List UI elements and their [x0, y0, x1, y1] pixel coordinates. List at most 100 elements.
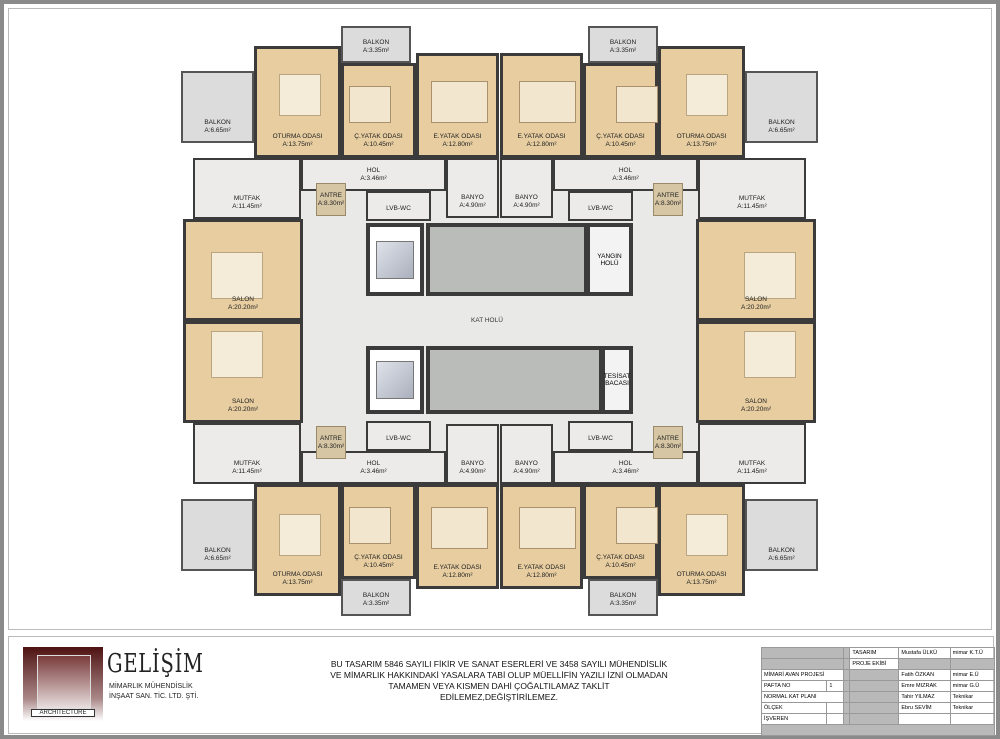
- room-name: ANTRE: [319, 191, 343, 199]
- room-name: OTURMA ODASI: [272, 571, 323, 579]
- room-area: A:3.46m²: [612, 468, 639, 476]
- room-name: SALON: [231, 398, 255, 406]
- room-area: A:6.65m²: [204, 555, 231, 563]
- room-area: A:13.75m²: [282, 141, 313, 149]
- team-member-title: Teknikar: [949, 702, 996, 714]
- room-area: A:11.45m²: [737, 468, 767, 476]
- room-area: A:4.90m²: [459, 468, 486, 476]
- logo-square: [37, 655, 91, 709]
- room-name: HOL: [366, 460, 381, 468]
- team-member-title: mimar G.Ü: [949, 680, 996, 692]
- project-name: MİMARİ AVAN PROJESİ: [760, 669, 845, 681]
- bed-icon: [519, 507, 576, 549]
- room-area: A:3.35m²: [609, 600, 637, 608]
- room-name: BANYO: [461, 460, 484, 468]
- room-area: A:3.46m²: [360, 468, 387, 476]
- rug-icon: [744, 331, 796, 378]
- company-logo: ARCHITECTURE: [23, 647, 103, 721]
- room-area: A:12.80m²: [442, 141, 473, 149]
- rug-icon: [686, 514, 728, 556]
- room-area: A:8.30m²: [654, 442, 682, 450]
- room-area: A:6.65m²: [204, 127, 231, 135]
- company-subtitle-1: MİMARLIK MÜHENDİSLİK: [109, 683, 193, 690]
- room-name: MUTFAK: [233, 460, 261, 468]
- rug-icon: [211, 252, 263, 299]
- room-name: SALON: [744, 398, 768, 406]
- room-area: A:8.30m²: [654, 199, 682, 207]
- rug-icon: [744, 252, 796, 299]
- fire-hall: YANGIN HOLÜ: [586, 223, 633, 296]
- logo-text: ARCHITECTURE: [31, 709, 95, 717]
- room-name: BALKON: [768, 119, 795, 127]
- rug-icon: [279, 74, 321, 116]
- room-lvbwc: LVB-WC: [366, 421, 431, 451]
- room-area: A:10.45m²: [605, 562, 636, 570]
- bed-icon: [349, 507, 391, 544]
- rug-icon: [686, 74, 728, 116]
- room-name: OTURMA ODASI: [272, 133, 323, 141]
- room-area: A:20.20m²: [741, 304, 771, 312]
- room-name: SALON: [231, 296, 255, 304]
- rug-icon: [279, 514, 321, 556]
- room-area: A:8.30m²: [317, 199, 345, 207]
- room-area: A:3.46m²: [612, 175, 639, 183]
- floor-plan: YANGIN HOLÜ TESİSAT BACASI KAT HOLÜ BALK…: [1, 1, 1000, 641]
- sheet-no-label: PAFTA NO: [760, 680, 828, 692]
- elevator-car-icon: [376, 361, 414, 399]
- room-name: HOL: [366, 167, 381, 175]
- company-name: GELİŞİM: [107, 649, 204, 679]
- installation-shaft-label: TESİSAT BACASI: [603, 373, 631, 387]
- room-area: A:3.35m²: [362, 600, 390, 608]
- room-name: LVB-WC: [588, 435, 613, 443]
- room-name: E.YATAK ODASI: [433, 133, 482, 141]
- drawing-sheet: YANGIN HOLÜ TESİSAT BACASI KAT HOLÜ BALK…: [4, 4, 996, 736]
- room-name: E.YATAK ODASI: [517, 564, 566, 572]
- bed-icon: [431, 507, 488, 549]
- room-area: A:4.90m²: [513, 468, 540, 476]
- room-name: ANTRE: [656, 191, 680, 199]
- room-name: HOL: [618, 460, 633, 468]
- room-area: A:20.20m²: [228, 304, 258, 312]
- bed-icon: [431, 81, 488, 123]
- room-name: ANTRE: [656, 434, 680, 442]
- floor-hall-label: KAT HOLÜ: [471, 317, 503, 324]
- design-label: TASARIM: [849, 647, 900, 659]
- elevator-bottom: [366, 346, 424, 414]
- room-area: A:11.45m²: [232, 203, 262, 211]
- room-name: BALKON: [362, 592, 390, 600]
- staircase-bottom: [426, 346, 603, 414]
- room-area: A:3.46m²: [360, 175, 387, 183]
- sheet-no-value: 1: [826, 680, 845, 692]
- room-name: E.YATAK ODASI: [433, 564, 482, 572]
- room-name: BANYO: [515, 194, 538, 202]
- room-name: MUTFAK: [738, 460, 766, 468]
- room-name: BANYO: [461, 194, 484, 202]
- designer-name: Mustafa ÜLKÜ: [898, 647, 951, 659]
- room-name: BALKON: [204, 119, 231, 127]
- room-name: Ç.YATAK ODASI: [596, 133, 645, 141]
- room-area: A:12.80m²: [526, 572, 557, 580]
- room-name: BALKON: [609, 39, 637, 47]
- bed-icon: [616, 507, 658, 544]
- team-member-title: mimar E.Ü: [949, 669, 996, 681]
- elevator-car-icon: [376, 240, 414, 279]
